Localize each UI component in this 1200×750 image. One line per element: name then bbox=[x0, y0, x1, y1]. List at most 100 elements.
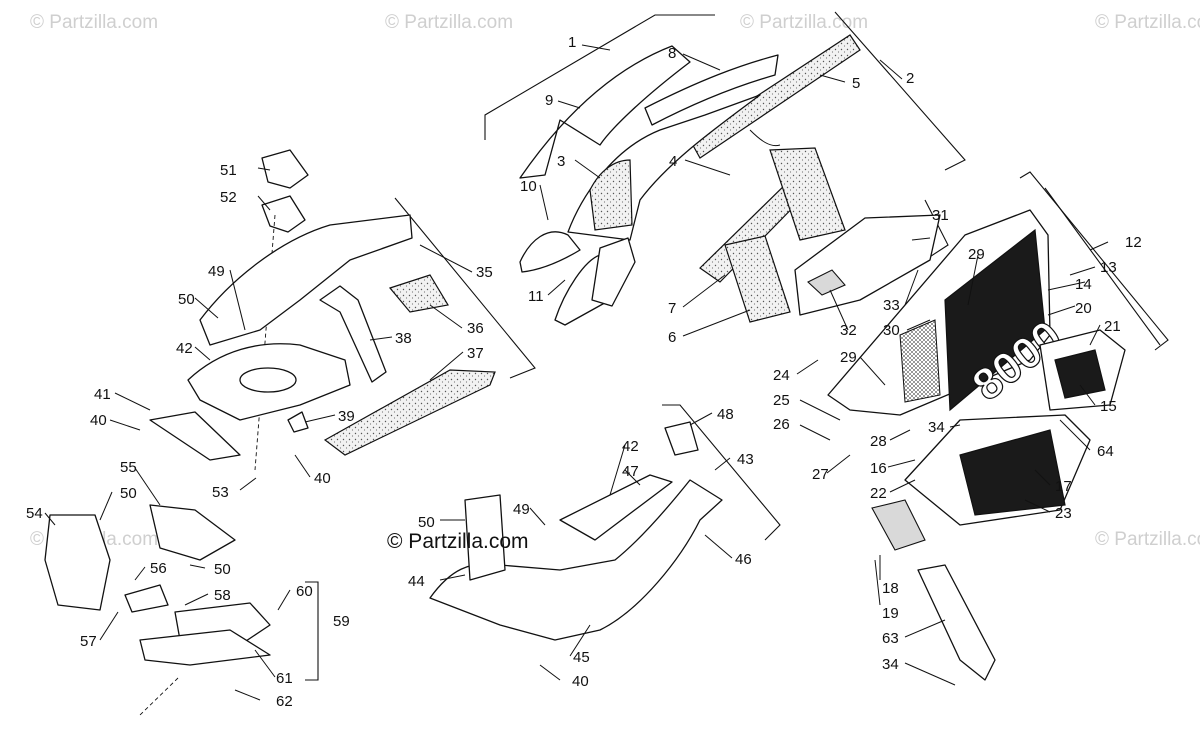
leader-lines bbox=[44, 44, 1109, 701]
callout-label: 29 bbox=[968, 246, 985, 263]
callout-label: 16 bbox=[870, 460, 887, 477]
watermark-text: © Partzilla.com bbox=[1095, 12, 1200, 33]
callout-label: 2 bbox=[906, 70, 914, 87]
callout-label: 58 bbox=[214, 587, 231, 604]
callout-label: 40 bbox=[314, 470, 331, 487]
callout-label: 64 bbox=[1097, 443, 1114, 460]
vent-cover-part bbox=[149, 504, 236, 561]
callout-label: 7 bbox=[668, 300, 676, 317]
foam-block-part bbox=[724, 235, 791, 323]
callout-label: 11 bbox=[528, 288, 544, 305]
cable-part bbox=[749, 129, 781, 147]
callout-label: 6 bbox=[668, 329, 676, 346]
shroud-part bbox=[591, 237, 636, 307]
callout-label: 42 bbox=[622, 438, 639, 455]
callout-label: 18 bbox=[882, 580, 899, 597]
lower-vent-part bbox=[149, 411, 241, 461]
nose-assembly: 8000 bbox=[794, 171, 1169, 681]
callout-label: 22 bbox=[870, 485, 887, 502]
callout-label: 10 bbox=[520, 178, 537, 195]
callout-label: 52 bbox=[220, 189, 237, 206]
watermark-text: © Partzilla.com bbox=[740, 12, 868, 33]
callout-label: 9 bbox=[545, 92, 553, 109]
callout-label: 21 bbox=[1104, 318, 1121, 335]
nose-decal-part bbox=[944, 228, 1046, 412]
mount-plate-part bbox=[871, 499, 926, 551]
callout-label: 20 bbox=[1075, 300, 1092, 317]
support-bracket-part bbox=[319, 285, 387, 383]
callout-label: 40 bbox=[572, 673, 589, 690]
callout-label: 50 bbox=[418, 514, 435, 531]
callout-label: 55 bbox=[120, 459, 137, 476]
callout-label: 19 bbox=[882, 605, 899, 622]
callout-label: 1 bbox=[568, 34, 576, 51]
callout-label: 34 bbox=[928, 419, 945, 436]
group-bracket-59 bbox=[305, 581, 319, 681]
callout-label: 57 bbox=[80, 633, 97, 650]
callout-label: 37 bbox=[467, 345, 484, 362]
callout-label: 27 bbox=[812, 466, 829, 483]
callout-label: 46 bbox=[735, 551, 752, 568]
callout-label: 63 bbox=[882, 630, 899, 647]
callout-label: 35 bbox=[476, 264, 493, 281]
callout-label: 34 bbox=[882, 656, 899, 673]
watermark-text: © Partzilla.com bbox=[30, 12, 158, 33]
callout-label: 50 bbox=[214, 561, 231, 578]
callout-label: 39 bbox=[338, 408, 355, 425]
group-bracket-43 bbox=[662, 404, 781, 541]
trim-strip-part bbox=[644, 54, 779, 126]
callout-label: 15 bbox=[1100, 398, 1117, 415]
gauge-ring-part bbox=[261, 149, 309, 189]
callout-label: 36 bbox=[467, 320, 484, 337]
side-panel-part bbox=[519, 231, 581, 273]
console-assembly bbox=[149, 149, 536, 471]
latch-part bbox=[124, 584, 169, 613]
callout-label: 61 bbox=[276, 670, 293, 687]
group-bracket-12 bbox=[1019, 171, 1169, 351]
callout-label: 41 bbox=[94, 386, 111, 403]
callout-label: 42 bbox=[176, 340, 193, 357]
watermark-text: © Partzilla.com bbox=[387, 530, 529, 553]
kick-panel-part bbox=[139, 629, 271, 666]
hood-insert-part bbox=[589, 159, 633, 231]
side-panel-assembly bbox=[44, 504, 319, 716]
callout-label: 23 bbox=[1055, 505, 1072, 522]
callout-label: 17 bbox=[1055, 478, 1072, 495]
callout-label: 49 bbox=[208, 263, 225, 280]
bracket-part bbox=[664, 421, 699, 456]
callout-labels: 1 2 3 4 5 6 7 8 9 10 11 12 13 14 15 16 1… bbox=[26, 34, 1142, 710]
callout-label: 62 bbox=[276, 693, 293, 710]
panel-boss-part bbox=[807, 269, 846, 296]
guide-line bbox=[139, 677, 179, 716]
foam-long-part bbox=[323, 369, 496, 456]
side-rail-part bbox=[689, 34, 861, 159]
callout-label: 13 bbox=[1100, 259, 1117, 276]
callout-label: 60 bbox=[296, 583, 313, 600]
brace-bar-part bbox=[917, 564, 996, 681]
callout-label: 4 bbox=[669, 153, 677, 170]
gauge-bezel-part bbox=[261, 195, 306, 233]
callout-label: 50 bbox=[120, 485, 137, 502]
callout-label: 44 bbox=[408, 573, 425, 590]
foam-pad-part bbox=[769, 147, 846, 241]
callout-label: 28 bbox=[870, 433, 887, 450]
group-bracket-1 bbox=[484, 14, 715, 140]
group-bracket-13 bbox=[1044, 187, 1161, 346]
group-bracket-35 bbox=[394, 197, 536, 379]
callout-label: 24 bbox=[773, 367, 790, 384]
group-bracket-2 bbox=[834, 11, 966, 171]
console-body-part bbox=[199, 214, 413, 346]
callout-label: 56 bbox=[150, 560, 167, 577]
liner-part bbox=[559, 474, 673, 541]
callout-label: 14 bbox=[1075, 276, 1092, 293]
left-side-panel-part bbox=[44, 514, 111, 611]
callout-label: 3 bbox=[557, 153, 565, 170]
callout-label: 29 bbox=[840, 349, 857, 366]
callout-label: 26 bbox=[773, 416, 790, 433]
watermark-text: © Partzilla.com bbox=[385, 12, 513, 33]
clip-part bbox=[287, 411, 309, 433]
callout-label: 43 bbox=[737, 451, 754, 468]
callout-label: 45 bbox=[573, 649, 590, 666]
callout-label: 30 bbox=[883, 322, 900, 339]
